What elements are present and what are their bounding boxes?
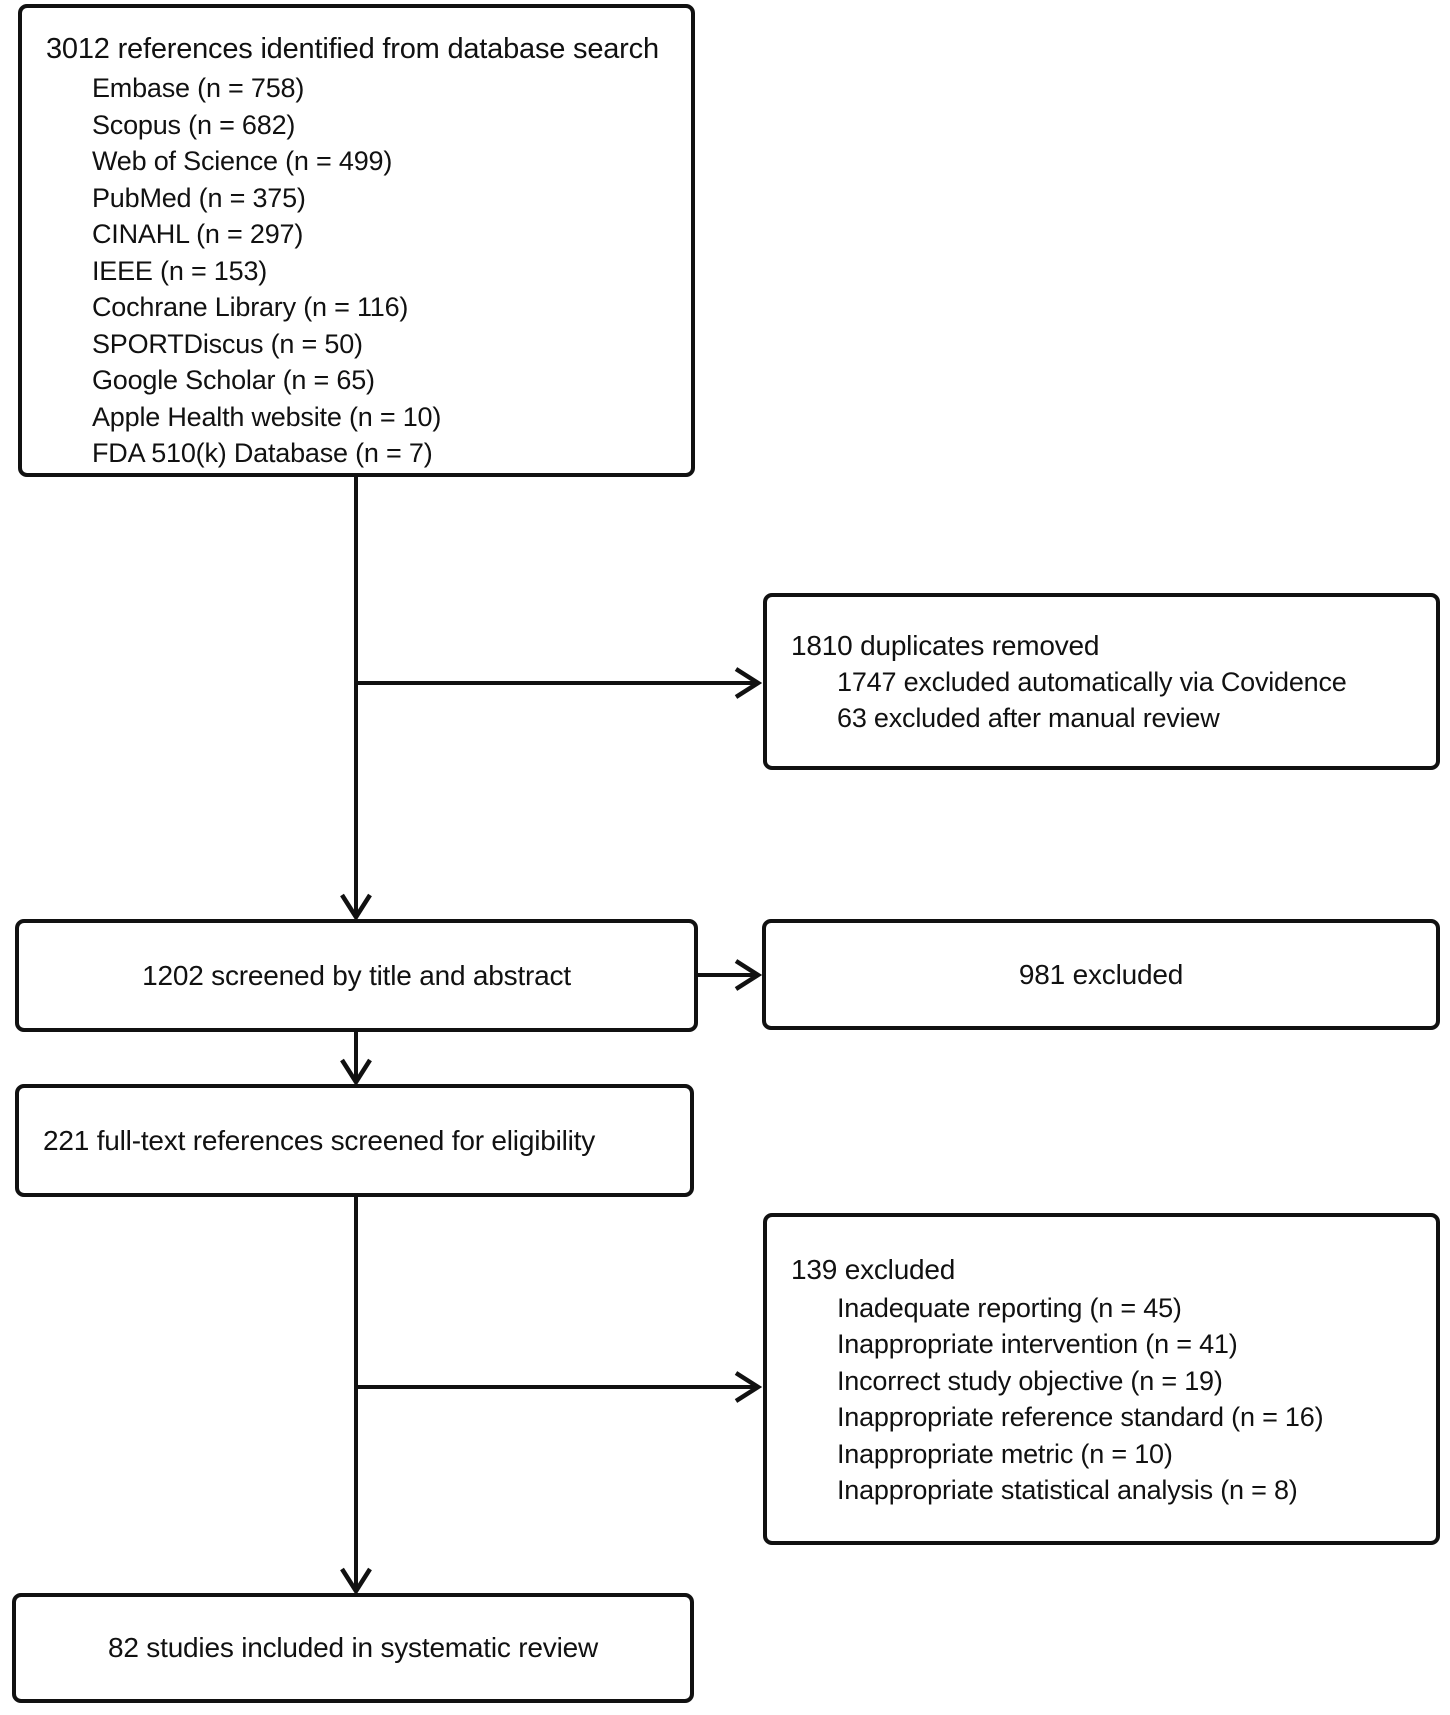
list-item: SPORTDiscus (n = 50): [92, 328, 363, 359]
box-identified-references: 3012 references identified from database…: [18, 4, 695, 477]
excluded-fulltext-title: 139 excluded: [791, 1253, 956, 1285]
list-item: Cochrane Library (n = 116): [92, 292, 409, 322]
list-item: Web of Science (n = 499): [92, 146, 393, 176]
arrowhead-down-fulltext: [340, 1058, 372, 1087]
excluded-fulltext-reason-list: Inadequate reporting (n = 45) Inappropri…: [767, 1290, 1436, 1509]
list-item: Inappropriate reference standard (n = 16…: [837, 1402, 1324, 1432]
arrowhead-down-included: [340, 1567, 372, 1596]
arrowhead-right-duplicates: [734, 667, 763, 699]
box-fulltext-screened: 221 full-text references screened for el…: [15, 1084, 694, 1197]
excluded-screening-label: 981 excluded: [1018, 958, 1184, 990]
arrowhead-down-screened: [340, 893, 372, 922]
list-item: Inappropriate metric (n = 10): [837, 1438, 1173, 1469]
duplicates-detail-list: 1747 excluded automatically via Covidenc…: [767, 664, 1436, 737]
list-item: Inappropriate statistical analysis (n = …: [837, 1475, 1298, 1505]
list-item: FDA 510(k) Database (n = 7): [92, 438, 433, 468]
list-item: Incorrect study objective (n = 19): [837, 1365, 1223, 1396]
list-item: Inadequate reporting (n = 45): [837, 1292, 1182, 1323]
list-item: 63 excluded after manual review: [837, 703, 1220, 733]
list-item: Google Scholar (n = 65): [92, 365, 375, 395]
list-item: 1747 excluded automatically via Covidenc…: [837, 666, 1347, 697]
list-item: CINAHL (n = 297): [92, 219, 304, 249]
box-screened-title-abstract: 1202 screened by title and abstract: [15, 919, 698, 1032]
box-duplicates-removed: 1810 duplicates removed 1747 excluded au…: [763, 593, 1440, 770]
box-excluded-screening: 981 excluded: [762, 919, 1440, 1030]
box-excluded-fulltext: 139 excluded Inadequate reporting (n = 4…: [763, 1213, 1440, 1545]
list-item: Inappropriate intervention (n = 41): [837, 1329, 1238, 1359]
screened-label: 1202 screened by title and abstract: [142, 959, 571, 991]
identified-source-list: Embase (n = 758) Scopus (n = 682) Web of…: [22, 70, 691, 472]
box-included-studies: 82 studies included in systematic review: [12, 1593, 694, 1703]
arrowhead-right-excluded: [734, 959, 763, 991]
duplicates-title: 1810 duplicates removed: [791, 629, 1100, 661]
list-item: IEEE (n = 153): [92, 255, 268, 286]
identified-title: 3012 references identified from database…: [46, 33, 659, 65]
list-item: Scopus (n = 682): [92, 109, 296, 140]
arrowhead-right-excluded-fulltext: [734, 1371, 763, 1403]
list-item: Apple Health website (n = 10): [92, 401, 442, 432]
included-label: 82 studies included in systematic review: [107, 1632, 598, 1663]
list-item: Embase (n = 758): [92, 73, 305, 103]
fulltext-label: 221 full-text references screened for el…: [43, 1124, 596, 1156]
list-item: PubMed (n = 375): [92, 182, 306, 213]
